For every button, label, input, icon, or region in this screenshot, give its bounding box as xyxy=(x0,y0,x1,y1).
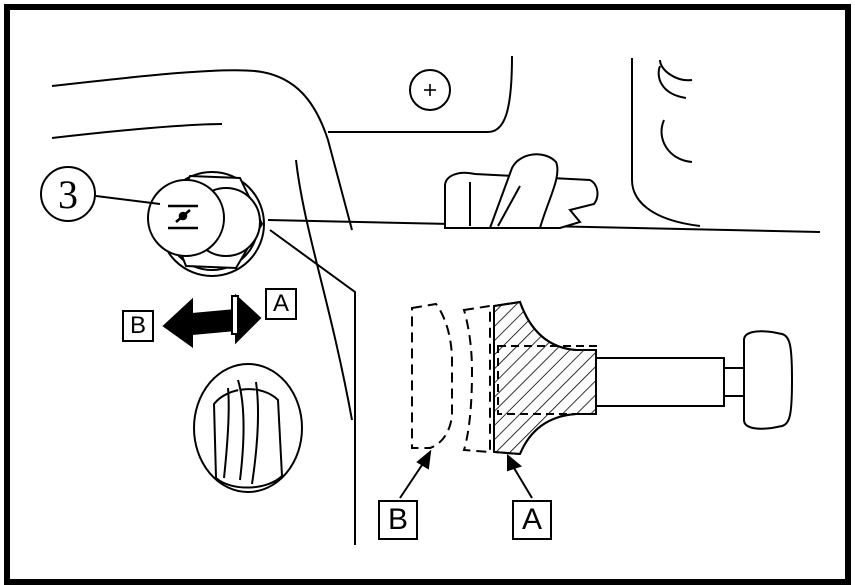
detail-position-a xyxy=(493,300,794,456)
callout-number: 3 xyxy=(40,166,96,222)
direction-label-a: A xyxy=(265,288,297,320)
lever-bracket xyxy=(444,153,599,229)
rotary-knob xyxy=(193,363,303,493)
direction-label-b: B xyxy=(122,310,154,342)
plus-symbol-icon xyxy=(409,69,451,111)
detail-label-b: B xyxy=(378,500,418,540)
detail-pointers xyxy=(399,449,533,499)
cap-symbol-icon xyxy=(168,204,198,230)
callout-leader xyxy=(95,195,161,205)
detail-label-a: A xyxy=(512,500,552,540)
choke-cap xyxy=(147,171,265,277)
detail-position-b xyxy=(411,302,491,454)
direction-double-arrow xyxy=(162,293,262,348)
panel-outline xyxy=(51,55,821,545)
